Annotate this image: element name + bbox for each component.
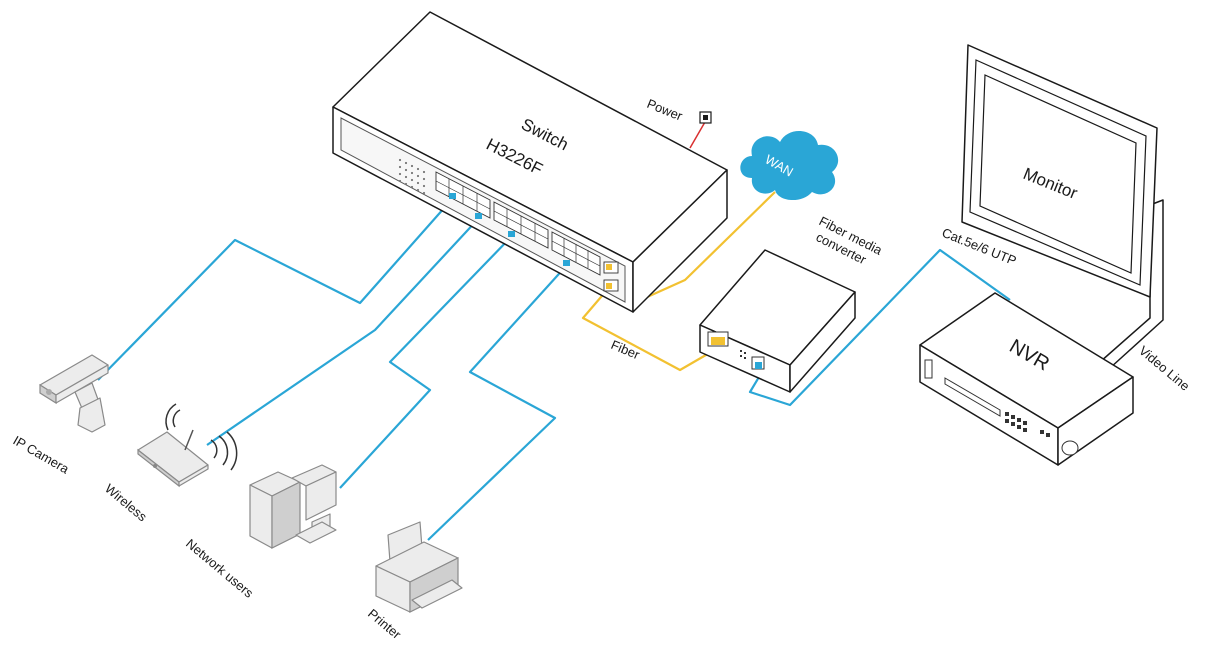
ip-camera-icon bbox=[39, 354, 109, 433]
desktop-pc-icon bbox=[249, 464, 337, 549]
cable-printer bbox=[427, 264, 568, 541]
power-socket-icon bbox=[699, 111, 712, 124]
ip-camera-label: IP Camera bbox=[11, 433, 73, 477]
cloud-icon bbox=[740, 131, 839, 201]
wan-cloud: WAN bbox=[740, 131, 839, 201]
switch-port-dividers bbox=[435, 179, 601, 268]
video-line-label: Video Line bbox=[1136, 343, 1193, 394]
wireless-router-icon bbox=[137, 403, 238, 488]
nvr-buttons bbox=[1005, 412, 1050, 437]
wireless-label: Wireless bbox=[102, 481, 150, 525]
cable-power bbox=[689, 121, 706, 149]
network-users-label: Network users bbox=[183, 536, 257, 601]
printer-icon bbox=[375, 521, 463, 613]
cable-cat-utp bbox=[748, 248, 1011, 407]
switch-connectors bbox=[449, 193, 612, 289]
fiber-media-converter bbox=[699, 249, 856, 393]
fiber-label: Fiber bbox=[609, 337, 643, 363]
nvr-device: NVR bbox=[919, 292, 1134, 466]
cable-wireless bbox=[206, 217, 480, 446]
power-label: Power bbox=[645, 96, 685, 124]
cable-fiber bbox=[581, 289, 719, 372]
cable-ip-camera bbox=[97, 197, 454, 381]
cable-network-users bbox=[339, 235, 513, 489]
switch-vents bbox=[398, 158, 426, 195]
printer-label: Printer bbox=[365, 606, 404, 643]
switch-device: Switch H3226F bbox=[332, 11, 728, 313]
monitor-device: Monitor bbox=[961, 44, 1164, 369]
